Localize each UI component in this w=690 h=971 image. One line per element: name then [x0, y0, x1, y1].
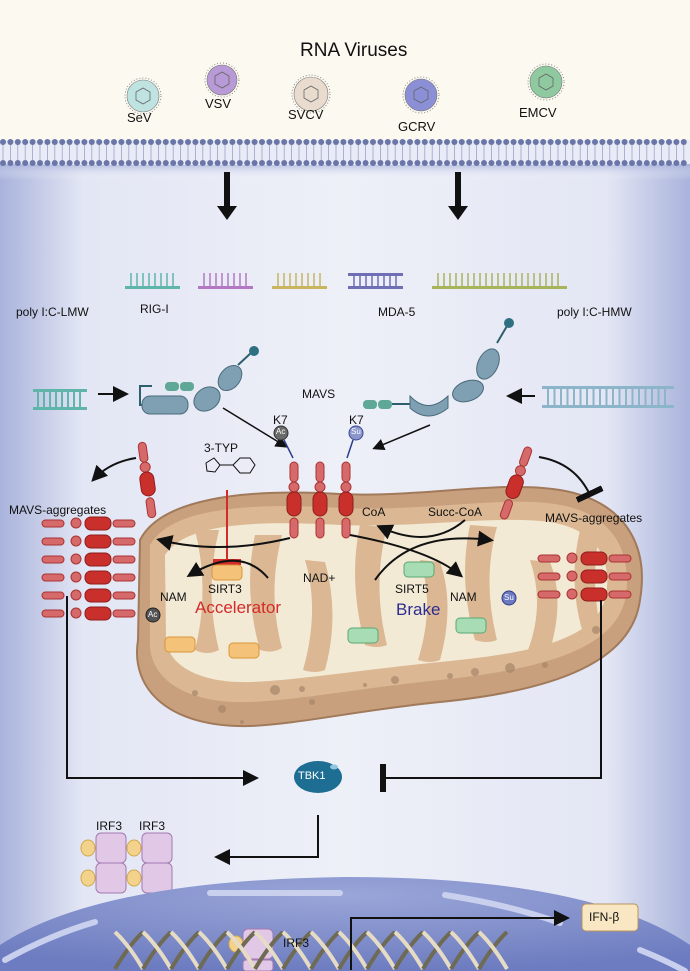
rna-fragment [432, 273, 567, 289]
virus-emcv-icon [527, 63, 565, 101]
arrow-deacetylation [156, 535, 291, 551]
acetyl-released-icon [145, 607, 161, 623]
poly-ic-lmw-icon [33, 389, 87, 410]
virus-gcrv-icon [402, 76, 440, 114]
arrow-to-nam-right [349, 534, 464, 578]
rna-fragment [272, 273, 327, 289]
label-su-released: Su [504, 593, 514, 602]
virus-label-emcv: EMCV [519, 105, 557, 120]
rna-fragment [348, 273, 403, 289]
virus-vsv-icon [204, 62, 240, 98]
arrow-rigi-mavs [222, 407, 288, 448]
arrow-to-succ-coa [374, 530, 494, 581]
rna-fragment [125, 273, 180, 289]
title: RNA Viruses [300, 40, 408, 61]
label-irf3-b: IRF3 [139, 819, 166, 833]
label-succ-coa: Succ-CoA [428, 505, 483, 519]
label-mda-5: MDA-5 [378, 305, 416, 319]
label-nam-right: NAM [450, 590, 477, 604]
3-typ-structure-icon [205, 457, 256, 474]
arrow-transcription [350, 910, 570, 970]
succinyl-released-icon [501, 590, 517, 606]
viral-rna-group [125, 273, 567, 289]
poly-ic-hmw-icon [542, 386, 674, 408]
mavs-monomers [286, 461, 354, 539]
label-3-typ: 3-TYP [204, 441, 239, 455]
mda-5-icon [363, 318, 514, 417]
label-irf3-a: IRF3 [96, 819, 123, 833]
arrow-to-coa [376, 519, 466, 540]
rig-i-icon [139, 346, 259, 415]
label-coa: CoA [362, 505, 386, 519]
mitochondrion [136, 485, 643, 728]
label-nad: NAD+ [303, 571, 336, 585]
label-brake: Brake [396, 600, 441, 619]
arrow-nad-nam-left [186, 559, 269, 579]
acetyl-mod-icon [273, 425, 289, 441]
mavs-monomer-right [499, 446, 533, 520]
label-ac-mod: Ac [276, 427, 286, 436]
label-tbk1: TBK1 [298, 770, 326, 782]
label-ifn-beta: IFN-β [589, 910, 620, 924]
label-k7-right: K7 [349, 413, 364, 427]
tbk1-node [294, 761, 342, 793]
arrow-to-aggregates-left [91, 457, 137, 482]
label-irf3-nuclear: IRF3 [283, 936, 310, 950]
virus-label-vsv: VSV [205, 96, 232, 111]
label-accelerator: Accelerator [195, 598, 281, 617]
virus-label-sev: SeV [127, 110, 152, 125]
sirt3-proteins [164, 564, 260, 659]
extracellular-space [0, 0, 690, 140]
inhibit-aggregates-right [538, 456, 604, 503]
nucleus [0, 877, 690, 971]
label-su-mod: Su [351, 427, 361, 436]
label-mavs: MAVS [302, 387, 336, 401]
dna-helix [113, 930, 509, 971]
label-sirt3: SIRT3 [208, 582, 242, 596]
virus-label-svcv: SVCV [288, 107, 324, 122]
virus-svcv-icon [291, 74, 331, 114]
irf3-dimers [80, 832, 173, 894]
arrow-tbk1-irf3 [214, 815, 319, 865]
mavs-aggregate-right [537, 551, 632, 602]
sirt5-proteins [347, 561, 487, 644]
ifn-beta-box [581, 903, 639, 932]
label-sirt5: SIRT5 [395, 582, 429, 596]
mavs-aggregate-left [41, 516, 136, 621]
succinyl-mod-icon [348, 425, 364, 441]
arrow-mda5-mavs [372, 424, 431, 451]
virus-label-gcrv: GCRV [398, 119, 436, 134]
inhibit-tbk1 [380, 600, 602, 792]
label-mavs-aggregates-left: MAVS-aggregates [9, 503, 107, 517]
virus-group [124, 62, 565, 115]
label-poly-ic-hmw: poly I:C-HMW [557, 305, 632, 319]
label-nam-left: NAM [160, 590, 187, 604]
label-rig-i: RIG-I [140, 302, 169, 316]
virus-sev-icon [124, 77, 162, 115]
label-k7-left: K7 [273, 413, 288, 427]
rna-fragment [198, 273, 253, 289]
label-ac-released: Ac [148, 610, 158, 619]
mavs-monomer-left [137, 441, 157, 519]
label-mavs-aggregates-right: MAVS-aggregates [545, 511, 643, 525]
label-poly-ic-lmw: poly I:C-LMW [16, 305, 89, 319]
plasma-membrane [0, 139, 690, 166]
arrow-aggregates-tbk1 [66, 596, 259, 786]
